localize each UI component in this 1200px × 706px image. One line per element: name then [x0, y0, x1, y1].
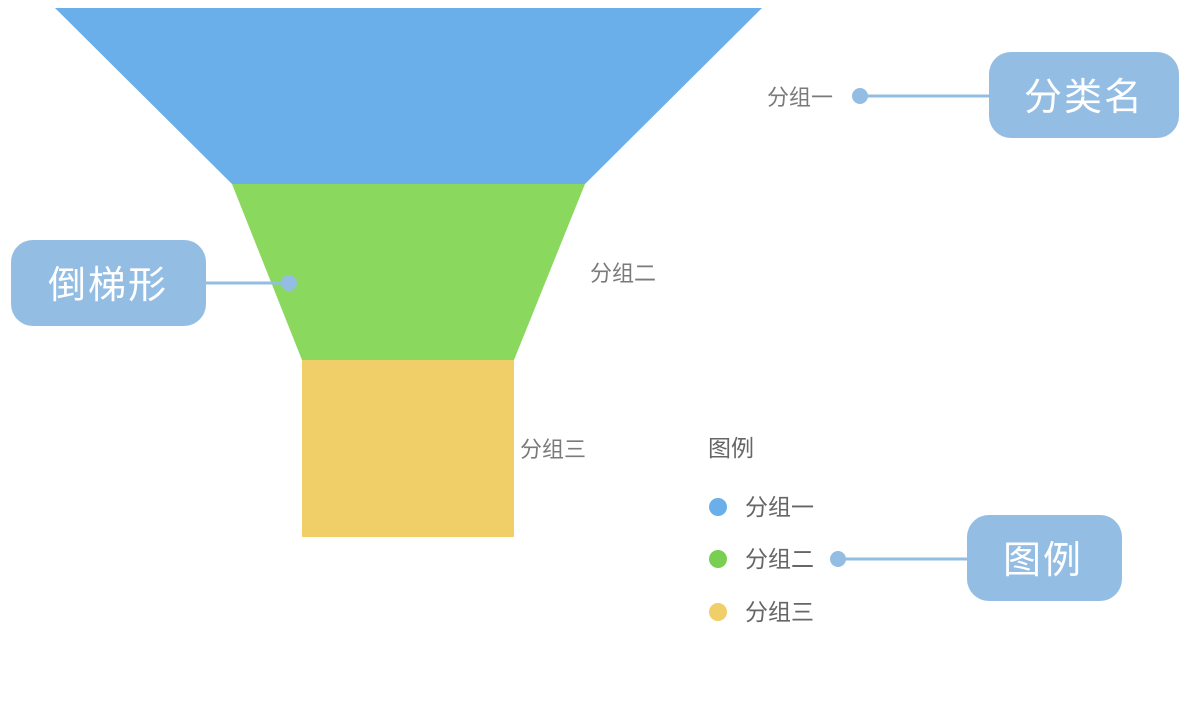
funnel-segment-1-label: 分组一 [767, 86, 833, 111]
callout-legend-text: 图例 [1003, 538, 1083, 582]
funnel-segment-3-label: 分组三 [520, 438, 586, 463]
callout-category-name-text: 分类名 [1024, 75, 1144, 119]
callout-category-name-dot [852, 88, 868, 104]
callout-legend-dot [830, 551, 846, 567]
callout-inverted-trapezoid-text: 倒梯形 [48, 263, 168, 307]
legend-item-2-label: 分组二 [745, 547, 814, 573]
callout-inverted-trapezoid-box [11, 240, 206, 326]
funnel-segment-2 [232, 184, 585, 360]
funnel-segment-3 [302, 360, 514, 537]
legend-swatch-3 [709, 603, 727, 621]
callout-inverted-trapezoid: 倒梯形 [11, 240, 297, 326]
legend-swatch-2 [709, 550, 727, 568]
legend-swatch-1 [709, 498, 727, 516]
callout-legend: 图例 [830, 515, 1122, 601]
callout-inverted-trapezoid-dot [281, 275, 297, 291]
callout-category-name: 分类名 [852, 52, 1179, 138]
funnel-segment-1 [55, 8, 762, 184]
legend-item-3-label: 分组三 [745, 600, 814, 626]
legend-title: 图例 [708, 436, 754, 462]
callout-category-name-box [989, 52, 1179, 138]
funnel-segment-2-label: 分组二 [590, 262, 656, 287]
legend-item-1-label: 分组一 [745, 495, 814, 521]
callout-legend-box [967, 515, 1122, 601]
funnel [55, 8, 762, 537]
legend: 图例 分组一 分组二 分组三 [708, 436, 814, 626]
